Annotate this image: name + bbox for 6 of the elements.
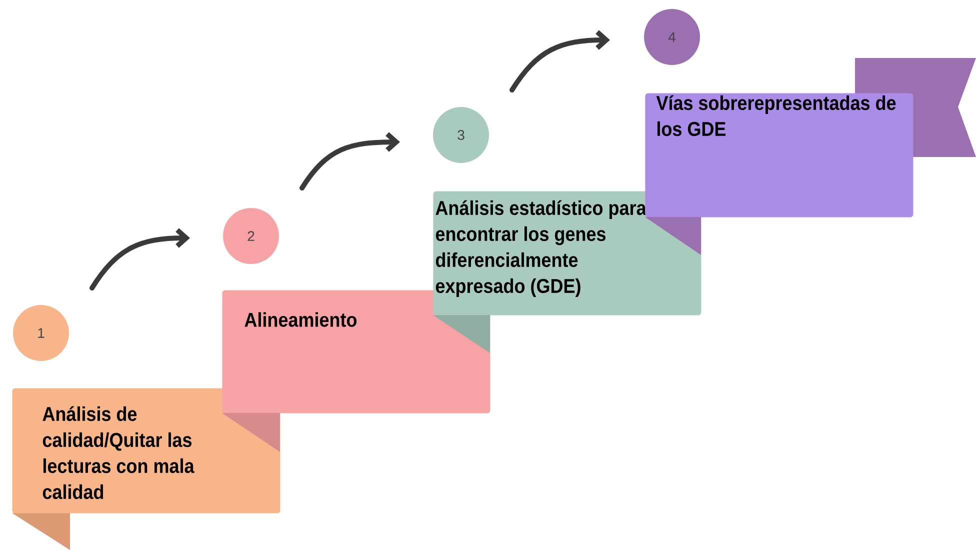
step-banner: Análisis de calidad/Quitar las lecturas con mala calidad — [12, 388, 280, 550]
curved-arrow — [510, 30, 610, 92]
step-banner: Vías sobrerepresentadas de los GDE — [645, 58, 976, 218]
curved-arrow — [300, 132, 400, 190]
curved-arrow — [90, 228, 190, 290]
step-banner: Análisis estadístico para encontrar los genes diferencialmente expresado (GDE) — [433, 191, 702, 316]
